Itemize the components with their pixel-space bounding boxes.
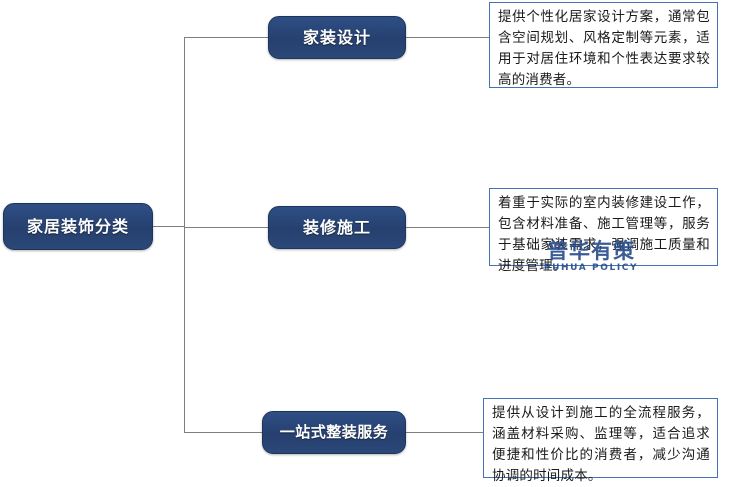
node-branch-construction[interactable]: 装修施工 xyxy=(268,206,406,249)
node-root-label: 家居装饰分类 xyxy=(26,216,129,236)
node-branch-onestop-service-label: 一站式整装服务 xyxy=(279,423,389,441)
connector-branch-design xyxy=(184,37,269,38)
node-branch-home-design[interactable]: 家装设计 xyxy=(268,16,406,59)
connector-root-stub xyxy=(153,226,185,227)
connector-branch-onestop xyxy=(184,432,263,433)
node-root-category[interactable]: 家居装饰分类 xyxy=(3,203,153,250)
connector-design-to-desc xyxy=(405,37,490,38)
node-branch-construction-label: 装修施工 xyxy=(302,217,371,237)
connector-onestop-to-desc xyxy=(405,432,484,433)
connector-branch-construct xyxy=(184,227,269,228)
description-home-design: 提供个性化居家设计方案，通常包含空间规划、风格定制等元素，适用于对居住环境和个性… xyxy=(489,2,718,88)
node-branch-onestop-service[interactable]: 一站式整装服务 xyxy=(262,411,406,454)
connector-trunk xyxy=(184,37,185,433)
connector-construct-to-desc xyxy=(405,227,490,228)
node-branch-home-design-label: 家装设计 xyxy=(302,27,371,47)
description-onestop-service: 提供从设计到施工的全流程服务，涵盖材料采购、监理等，适合追求便捷和性价比的消费者… xyxy=(483,398,718,484)
description-construction: 着重于实际的室内装修建设工作，包含材料准备、施工管理等，服务于基础家装需求，强调… xyxy=(489,188,718,274)
